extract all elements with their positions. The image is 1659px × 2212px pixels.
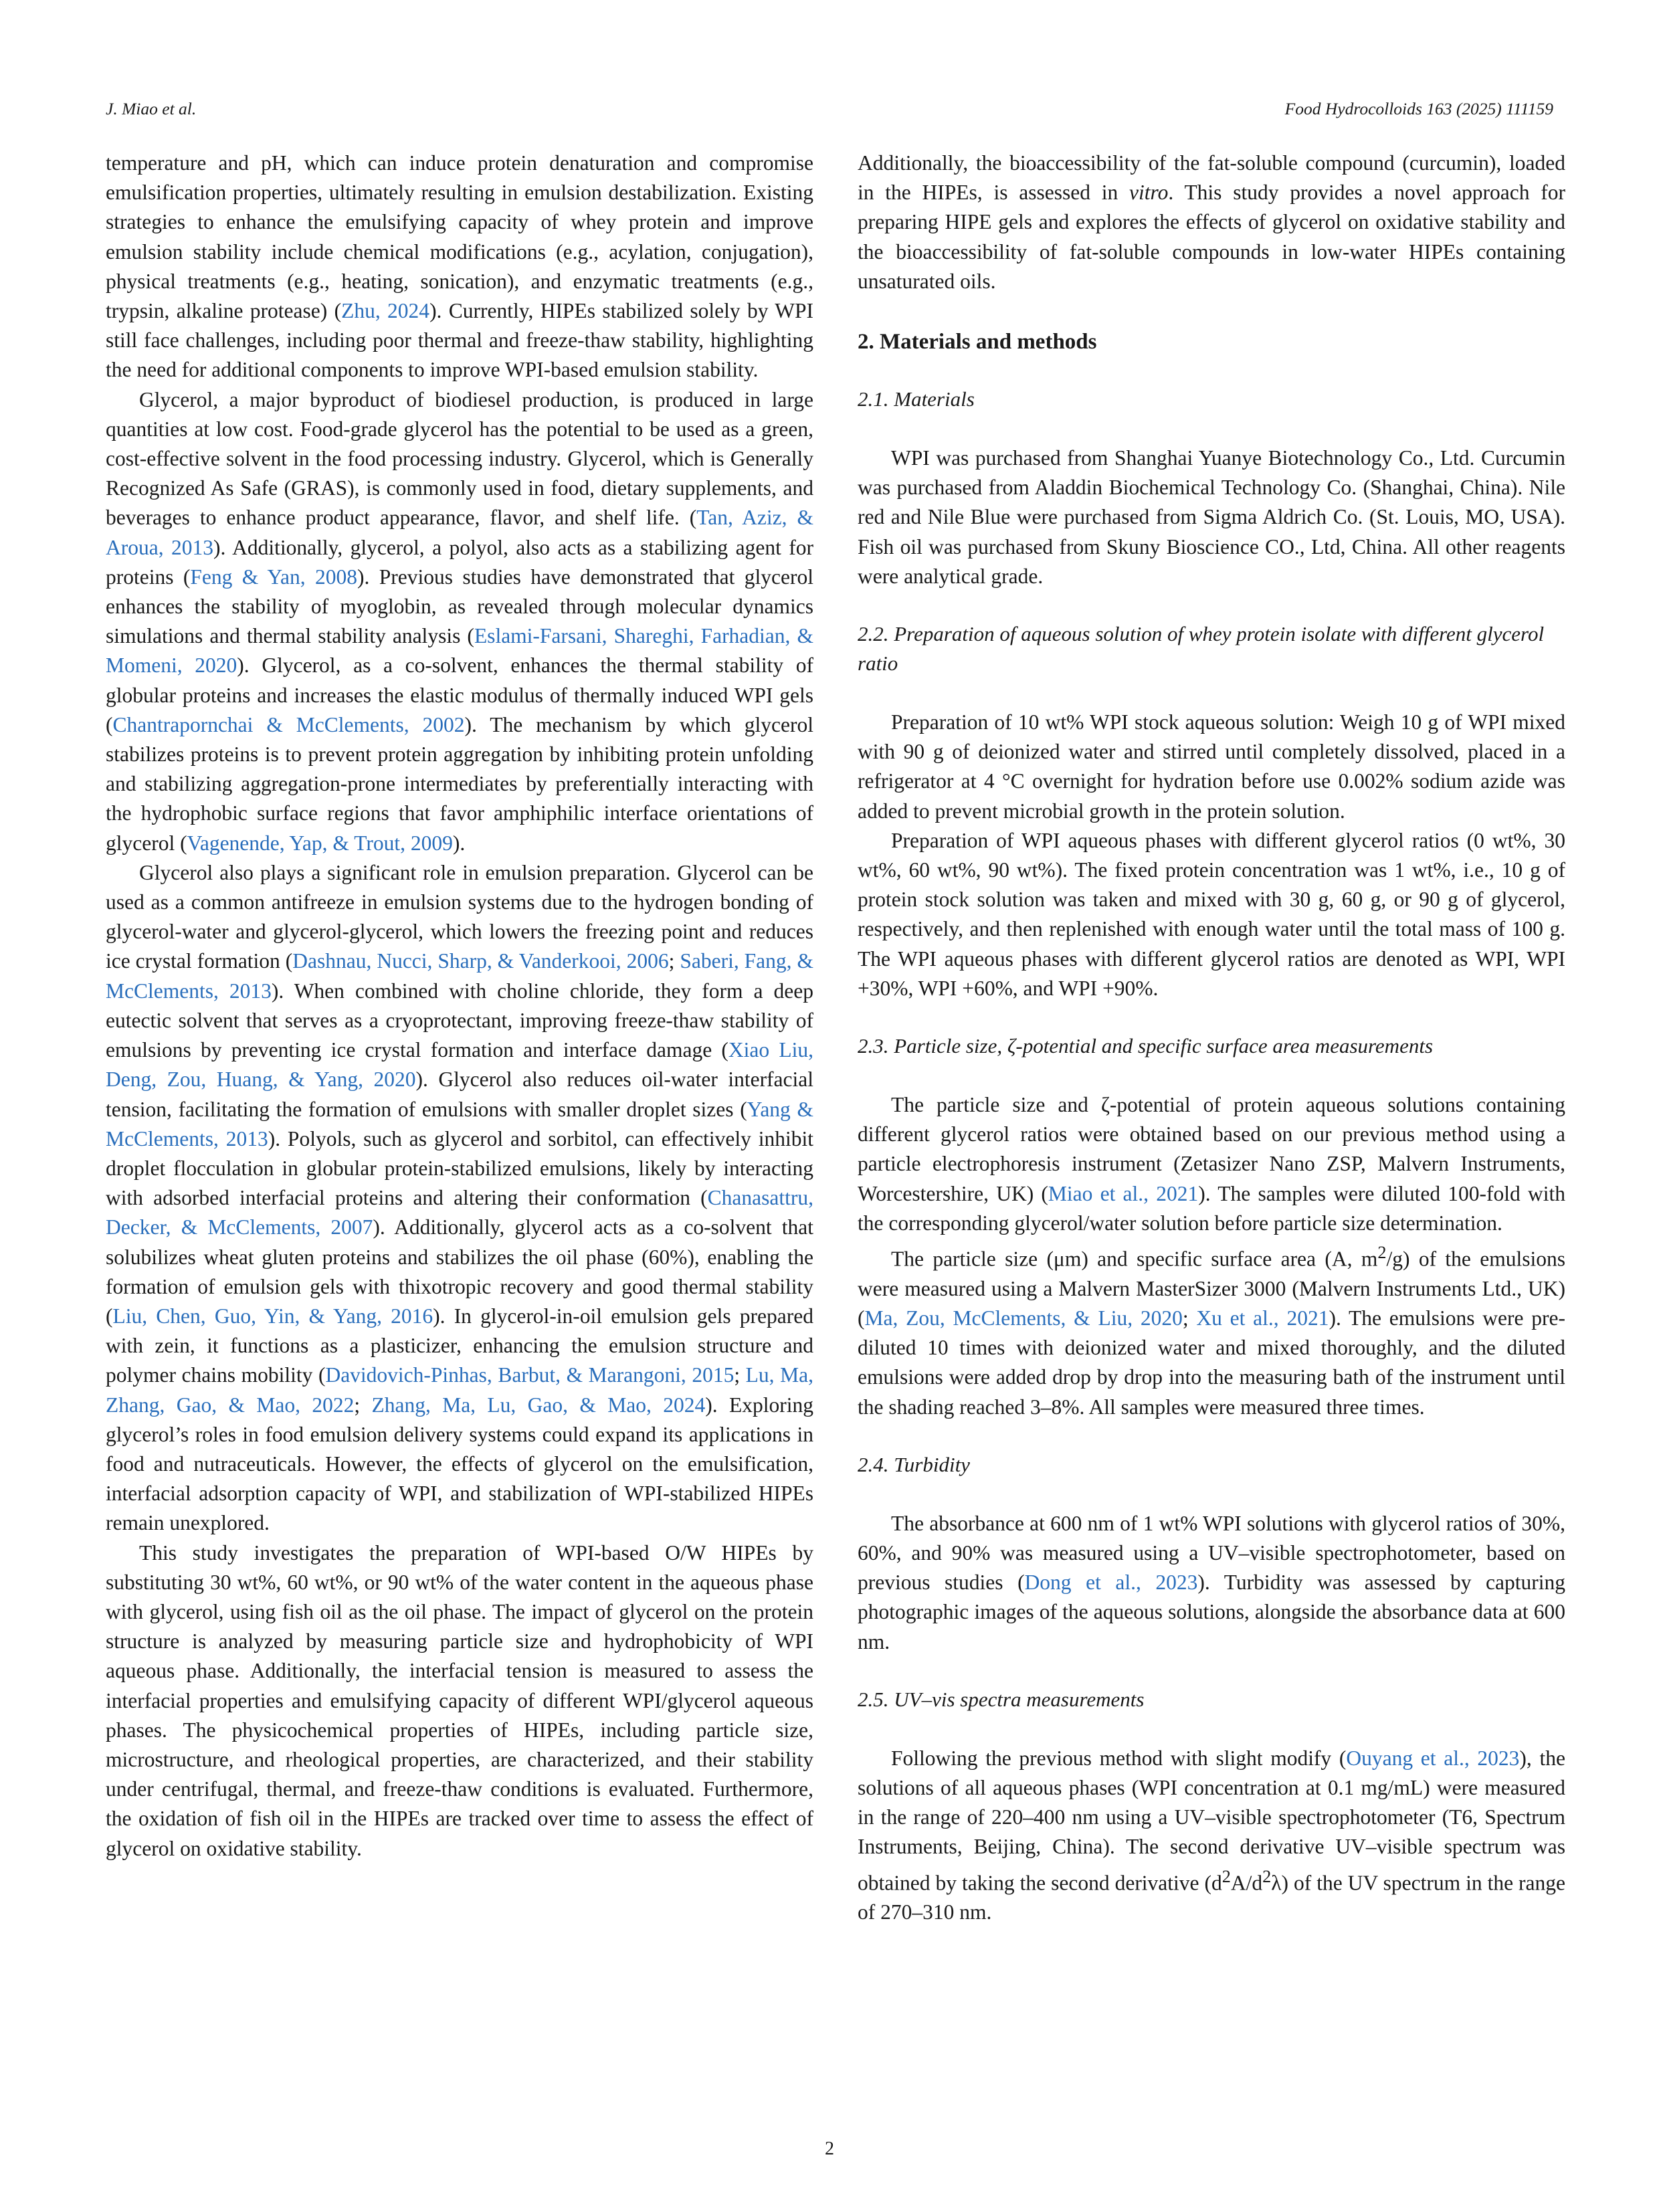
citation-link[interactable]: Xu et al., 2021	[1196, 1306, 1329, 1330]
citation-link[interactable]: Dong et al., 2023	[1024, 1571, 1198, 1595]
citation-link[interactable]: Zhang, Ma, Lu, Gao, & Mao, 2024	[371, 1393, 706, 1417]
subsection-heading: 2.4. Turbidity	[858, 1452, 970, 1476]
citation-link[interactable]: Feng & Yan, 2008	[190, 565, 358, 589]
paragraph: Following the previous method with sligh…	[858, 1746, 1565, 1924]
paragraph: This study investigates the preparation …	[106, 1540, 813, 1860]
paragraph: Glycerol also plays a significant role i…	[106, 860, 814, 1535]
citation-link[interactable]: Miao et al., 2021	[1048, 1181, 1199, 1205]
citation-link[interactable]: Chantrapornchai & McClements, 2002	[112, 712, 465, 736]
paragraph: The absorbance at 600 nm of 1 wt% WPI so…	[858, 1511, 1565, 1653]
paragraph: temperature and pH, which can induce pro…	[106, 151, 813, 382]
citation-link[interactable]: Ma, Zou, McClements, & Liu, 2020	[864, 1306, 1183, 1330]
subsection-heading: 2.3. Particle size, ζ-potential and spec…	[858, 1034, 1434, 1058]
paragraph: WPI was purchased from Shanghai Yuanye B…	[858, 446, 1565, 588]
right-column: Additionally, the bioaccessibility of th…	[858, 148, 1565, 1928]
citation-link[interactable]: Ouyang et al., 2023	[1346, 1746, 1520, 1770]
subsection-heading: 2.1. Materials	[858, 387, 975, 411]
paragraph: Preparation of WPI aqueous phases with d…	[858, 828, 1565, 1000]
paragraph: Preparation of 10 wt% WPI stock aqueous …	[858, 710, 1565, 823]
section-heading: 2. Materials and methods	[858, 330, 1097, 355]
running-header: J. Miao et al. Food Hydrocolloids 163 (2…	[106, 99, 1553, 126]
paragraph: The particle size (μm) and specific surf…	[858, 1243, 1566, 1419]
citation-link[interactable]: Saberi, Fang, & McClements, 2013	[106, 949, 813, 1003]
subsection-heading: 2.5. UV–vis spectra measurements	[858, 1687, 1145, 1711]
paragraph: Glycerol, a major byproduct of biodiesel…	[106, 387, 814, 855]
citation-link[interactable]: Chanasattru, Decker, & McClements, 2007	[106, 1186, 813, 1239]
page-number: 2	[825, 2138, 834, 2159]
citation-link[interactable]: Zhu, 2024	[341, 299, 430, 323]
citation-link[interactable]: Liu, Chen, Guo, Yin, & Yang, 2016	[112, 1304, 433, 1328]
running-header-authors: J. Miao et al.	[106, 99, 197, 118]
subsection-heading: 2.2. Preparation of aqueous solution of …	[858, 622, 1545, 676]
citation-link[interactable]: Lu, Ma, Zhang, Gao, & Mao, 2022	[106, 1363, 813, 1417]
citation-link[interactable]: Vagenende, Yap, & Trout, 2009	[187, 831, 453, 855]
citation-link[interactable]: Dashnau, Nucci, Sharp, & Vanderkooi, 200…	[292, 949, 669, 973]
paragraph: The particle size and ζ-potential of pro…	[858, 1093, 1565, 1235]
running-header-journal: Food Hydrocolloids 163 (2025) 111159	[1284, 99, 1553, 118]
paragraph: Additionally, the bioaccessibility of th…	[858, 151, 1565, 293]
citation-link[interactable]: Davidovich-Pinhas, Barbut, & Marangoni, …	[325, 1363, 735, 1387]
left-column: temperature and pH, which can induce pro…	[106, 148, 813, 1864]
citation-link[interactable]: Yang & McClements, 2013	[106, 1097, 814, 1150]
citation-link[interactable]: Tan, Aziz, & Aroua, 2013	[106, 506, 814, 559]
citation-link[interactable]: Eslami-Farsani, Shareghi, Farhadian, & M…	[106, 624, 814, 678]
citation-link[interactable]: Xiao Liu, Deng, Zou, Huang, & Yang, 2020	[106, 1038, 813, 1092]
